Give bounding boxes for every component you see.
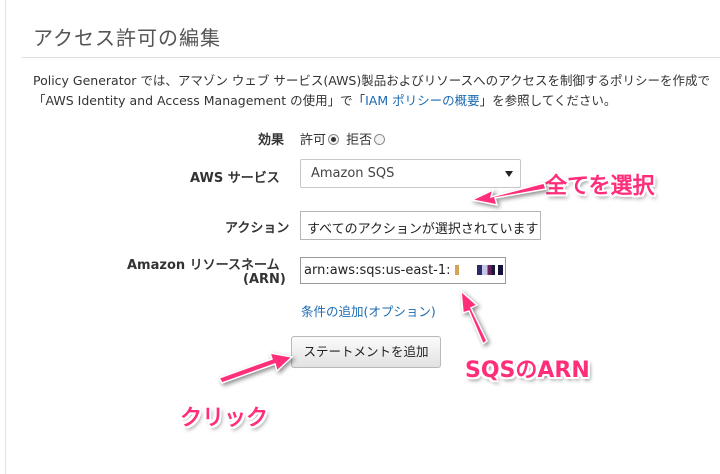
chevron-down-icon xyxy=(505,171,513,177)
arn-label-line1: Amazon リソースネーム xyxy=(127,258,280,273)
effect-allow-label: 許可 xyxy=(300,133,327,148)
action-label: アクション xyxy=(225,221,290,236)
content-left-border xyxy=(5,0,6,474)
annotation-select-all: 全てを選択 xyxy=(545,174,655,199)
effect-deny-label: 拒否 xyxy=(346,133,373,148)
aws-service-selected-value: Amazon SQS xyxy=(311,166,395,181)
effect-allow-radio[interactable] xyxy=(328,134,340,145)
annotation-sqs-arn: SQSのARN xyxy=(465,358,590,383)
add-condition-link[interactable]: 条件の追加(オプション) xyxy=(301,304,436,319)
intro-text: Policy Generator では、アマゾン ウェブ サービス(AWS)製品… xyxy=(33,73,710,88)
annotation-click: クリック xyxy=(180,406,269,431)
intro-reference-suffix: 」を参照してください。 xyxy=(479,93,617,108)
intro-reference: 「AWS Identity and Access Management の使用」… xyxy=(33,90,616,109)
intro-reference-prefix: 「AWS Identity and Access Management の使用」… xyxy=(33,93,366,108)
arn-input-value: arn:aws:sqs:us-east-1: xyxy=(304,263,451,278)
redacted-queue-name xyxy=(477,265,503,275)
arrow-to-add-statement-button xyxy=(217,352,294,384)
effect-label: 効果 xyxy=(258,133,285,148)
arn-input[interactable]: arn:aws:sqs:us-east-1: xyxy=(300,257,506,284)
aws-service-select[interactable]: Amazon SQS xyxy=(300,159,521,188)
effect-radio-group: 許可 拒否 xyxy=(300,129,388,148)
action-select-field[interactable]: すべてのアクションが選択されています xyxy=(300,211,541,240)
redacted-account-id xyxy=(455,265,463,275)
arn-label-line2: (ARN) xyxy=(243,272,286,287)
arrow-to-action-field xyxy=(469,182,547,206)
effect-deny-radio[interactable] xyxy=(374,134,386,145)
arrow-to-arn-field xyxy=(460,289,488,346)
title-divider xyxy=(22,57,720,58)
add-statement-button[interactable]: ステートメントを追加 xyxy=(291,336,441,368)
action-field-value: すべてのアクションが選択されています xyxy=(307,222,539,237)
iam-policy-overview-link[interactable]: IAM ポリシーの概要 xyxy=(365,93,480,108)
page-title: アクセス許可の編集 xyxy=(33,26,221,50)
aws-service-label: AWS サービス xyxy=(190,171,280,186)
